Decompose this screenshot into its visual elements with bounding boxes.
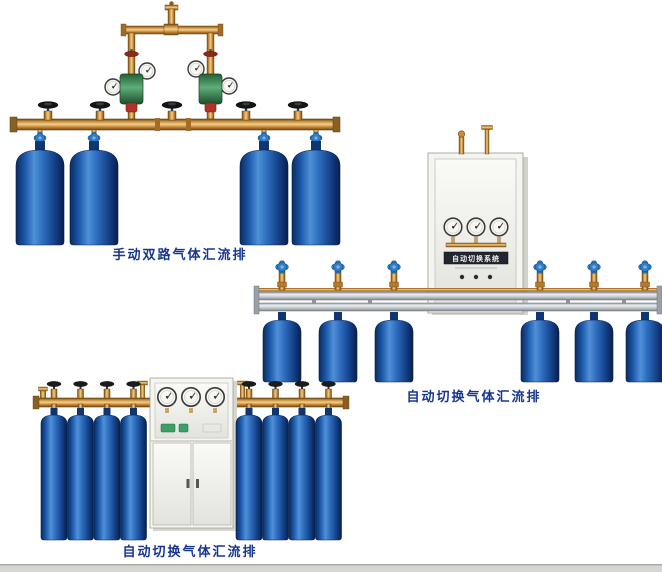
figure-auto-switch-manifold-b: 自动切换气体汇流排: [32, 377, 350, 560]
figure-manual-dual-manifold: 手动双路气体汇流排: [9, 1, 340, 263]
caption-auto-switch-b: 自动切换气体汇流排: [122, 544, 257, 560]
pressure-regulator-right: [187, 32, 238, 120]
handwheel-valve: [89, 101, 111, 121]
manifold-valve-station: [276, 261, 289, 290]
gas-cylinder: [16, 132, 64, 245]
caption-auto-switch-a: 自动切换气体汇流排: [406, 389, 541, 405]
pressure-gauge: [220, 77, 238, 95]
pressure-gauge: [489, 217, 509, 237]
gas-cylinder: [574, 311, 614, 383]
gas-cylinder: [315, 403, 342, 541]
handwheel-valve: [37, 101, 59, 121]
indicator-dot: [473, 274, 479, 280]
gas-cylinder: [374, 311, 414, 383]
figure-auto-switch-manifold-a: 自动切换系统 自动切换: [253, 125, 662, 405]
gas-cylinder: [67, 403, 94, 541]
pressure-gauge: [156, 386, 178, 408]
gas-cylinder: [288, 403, 316, 541]
cabinet-door-right: [192, 442, 232, 526]
gas-cylinder: [625, 311, 662, 383]
manifold-rail: [253, 285, 662, 315]
pressure-gauge: [204, 386, 226, 408]
handwheel-valve: [294, 380, 310, 399]
gas-cylinder: [262, 311, 302, 383]
handwheel-valve: [46, 380, 62, 399]
branch-valve-wheel: [203, 51, 218, 57]
manifold-valve-station: [388, 261, 401, 290]
header-pipe-assembly: [120, 1, 224, 37]
gas-cylinder: [40, 403, 68, 541]
manifold-valve-station: [534, 261, 547, 290]
gas-cylinder: [520, 311, 560, 383]
bottom-edge-strip: [0, 564, 662, 572]
handwheel-valve: [99, 380, 115, 399]
pressure-gauge: [180, 386, 202, 408]
cabinet-nameplate-text: 自动切换系统: [452, 254, 500, 263]
green-button: [178, 423, 189, 433]
gas-cylinder: [292, 132, 340, 245]
manifold-valve-station: [639, 261, 652, 290]
pressure-gauge: [466, 217, 486, 237]
gas-cylinder: [240, 132, 288, 245]
relief-valve-cap: [457, 130, 465, 138]
handwheel-valve: [321, 380, 336, 399]
pressure-gauge: [443, 217, 463, 237]
green-button: [160, 423, 176, 433]
cabinet-nameplate: [443, 251, 509, 265]
indicator-dot: [459, 274, 465, 280]
small-label: [202, 423, 222, 433]
door-handle: [196, 479, 199, 488]
control-cabinet: [149, 377, 237, 531]
door-handle: [186, 479, 190, 488]
handwheel-valve: [268, 380, 283, 399]
manifold-valve-station: [332, 261, 345, 290]
branch-valve-wheel: [124, 51, 139, 57]
manifold-valve-station: [588, 261, 601, 290]
control-cabinet: 自动切换系统: [427, 125, 528, 315]
gas-cylinder: [235, 403, 263, 541]
caption-manual-dual: 手动双路气体汇流排: [112, 247, 247, 263]
indicator-dot: [487, 274, 493, 280]
gas-cylinder: [93, 403, 121, 541]
cabinet-door-left: [152, 442, 192, 526]
gas-cylinder: [262, 403, 289, 541]
gas-cylinder: [70, 132, 118, 245]
handwheel-valve: [73, 380, 88, 399]
pressure-regulator-left: [104, 32, 156, 120]
handwheel-valve: [161, 101, 183, 121]
handwheel-valve: [235, 101, 257, 121]
gas-cylinder: [120, 403, 147, 541]
handwheel-valve: [126, 380, 141, 399]
pressure-gauge: [104, 78, 122, 96]
handwheel-valve: [287, 101, 309, 121]
gas-cylinder: [318, 311, 358, 383]
cylinder-drop-connections: [37, 130, 319, 139]
